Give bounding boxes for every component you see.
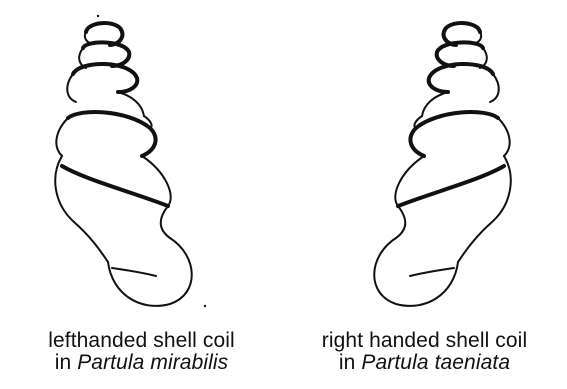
left-caption: lefthanded shell coil in Partula mirabil…	[0, 330, 283, 374]
right-shell-panel: right handed shell coil in Partula taeni…	[283, 0, 567, 389]
whorl-3-edge-b	[422, 92, 448, 116]
aperture-outline	[108, 238, 192, 306]
whorl-3-edge-a	[490, 74, 499, 102]
whorl-suture-3	[410, 112, 498, 156]
left-shell-panel: lefthanded shell coil in Partula mirabil…	[0, 0, 283, 389]
whorl-suture-4	[62, 166, 168, 206]
whorl-4-left-edge	[56, 118, 68, 156]
aperture-outline	[374, 238, 458, 306]
left-caption-prefix: in	[55, 351, 72, 374]
speck-mark	[204, 305, 206, 307]
aperture-lip	[112, 268, 156, 276]
left-caption-line1: lefthanded shell coil	[0, 330, 283, 352]
right-caption-prefix: in	[339, 351, 356, 374]
right-caption: right handed shell coil in Partula taeni…	[283, 330, 566, 374]
aperture-lip	[410, 268, 454, 276]
whorl-3-left-edge	[67, 74, 76, 102]
left-species-name: Partula mirabilis	[77, 351, 228, 374]
body-whorl-left-edge	[55, 156, 108, 262]
right-caption-line2: in Partula taeniata	[283, 352, 566, 374]
body-whorl-edge-a	[458, 156, 511, 262]
whorl-3-right-edge	[118, 92, 144, 116]
speck-mark	[97, 15, 99, 17]
lefthanded-shell-illustration	[0, 0, 283, 320]
whorl-4-edge-a	[498, 118, 510, 156]
righthanded-shell-illustration	[283, 0, 566, 320]
whorl-suture-2	[429, 64, 493, 92]
whorl-suture-3	[68, 112, 156, 156]
right-caption-line1: right handed shell coil	[283, 330, 566, 352]
whorl-suture-4	[398, 166, 504, 206]
whorl-suture-2	[73, 64, 137, 92]
right-species-name: Partula taeniata	[361, 351, 510, 374]
left-caption-line2: in Partula mirabilis	[0, 352, 283, 374]
